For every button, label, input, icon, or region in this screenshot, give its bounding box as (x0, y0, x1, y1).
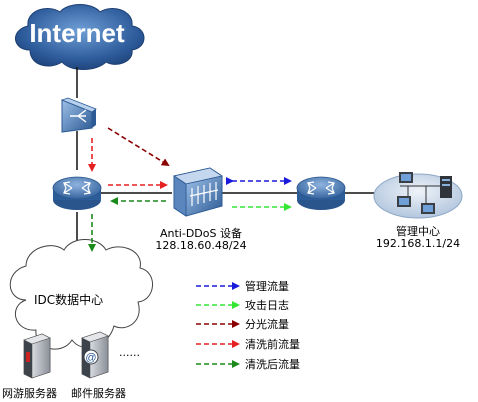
internet-cloud (15, 4, 145, 70)
router-left-icon (52, 176, 102, 210)
legend-label: 管理流量 (245, 280, 289, 293)
legend-label: 分光流量 (245, 318, 289, 331)
game-server-icon (23, 333, 51, 379)
idc-label: IDC数据中心 (34, 293, 104, 307)
more-servers-ellipsis: ...... (119, 346, 140, 359)
flow-split-diagonal (107, 127, 170, 167)
game-server-label: 网游服务器 (2, 387, 57, 400)
management-center-icon (373, 172, 463, 219)
optical-splitter-icon (60, 97, 97, 133)
legend-label: 攻击日志 (245, 299, 289, 312)
anti-ddos-device-icon (172, 167, 224, 217)
legend-label: 清洗前流量 (245, 338, 300, 351)
internet-label: Internet (29, 18, 125, 48)
svg-text:@: @ (85, 352, 96, 364)
mgmt-center-name: 管理中心 (396, 225, 440, 238)
legend-label: 清洗后流量 (245, 358, 300, 371)
mail-server-label: 邮件服务器 (71, 387, 126, 400)
legend-lines (196, 282, 240, 368)
anti-ddos-name: Anti-DDoS 设备 (160, 227, 242, 240)
router-right-icon (296, 176, 346, 210)
mail-server-icon: @ (81, 331, 109, 379)
mgmt-center-ip: 192.168.1.1/24 (375, 237, 461, 250)
anti-ddos-ip: 128.18.60.48/24 (155, 239, 247, 252)
